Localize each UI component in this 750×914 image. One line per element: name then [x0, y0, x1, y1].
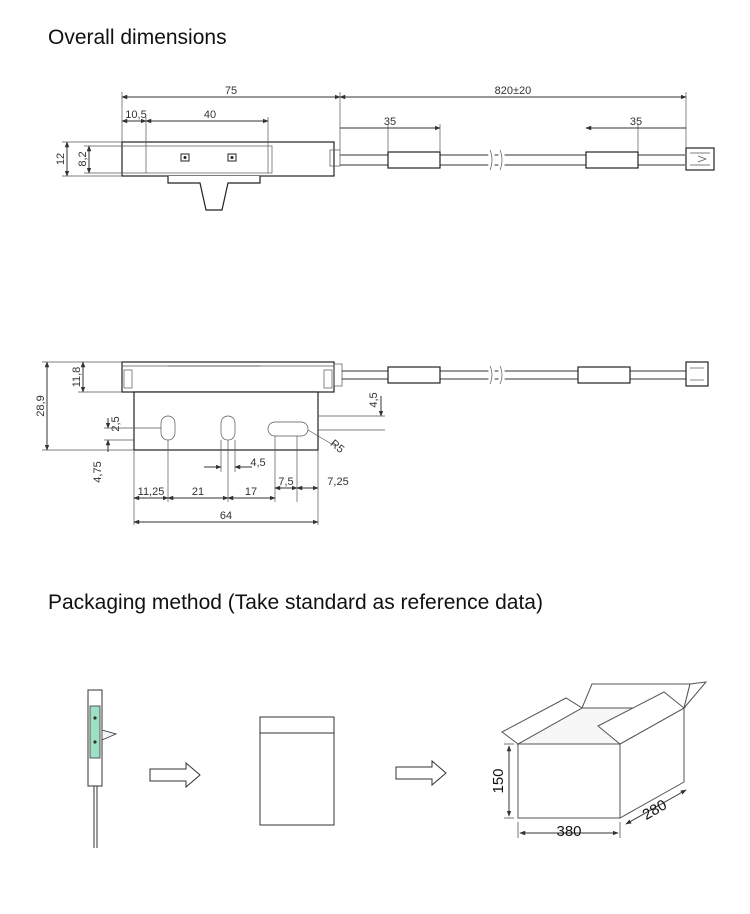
- side-view-drawing: 28,9 11,8 4,5 2,5 4,75 4,5 R5 7,5 7,25 1…: [35, 361, 709, 525]
- cable-sleeve: [387, 151, 441, 169]
- led-icon: [227, 153, 237, 162]
- dim-4-5-horizontal: 4,5: [250, 457, 265, 469]
- arrow-right-icon: [395, 759, 447, 787]
- box-height-label: 150: [490, 768, 507, 793]
- dim-4-5-vertical: 4,5: [368, 392, 380, 407]
- mounting-bracket: [133, 391, 319, 451]
- dim-35: 35: [384, 116, 396, 128]
- dim-7-25: 7,25: [327, 476, 348, 488]
- dim-11-8: 11,8: [71, 367, 83, 388]
- cable-sleeve: [577, 366, 631, 384]
- connector-icon: [685, 361, 709, 387]
- led-icon: [180, 153, 190, 162]
- dim-7-5: 7,5: [278, 476, 293, 488]
- dim-10-5: 10,5: [125, 109, 146, 121]
- dim-28-9: 28,9: [35, 395, 47, 416]
- dim-21: 21: [192, 486, 204, 498]
- dim-12: 12: [55, 153, 67, 165]
- mounting-tab: [167, 176, 261, 211]
- shipping-box-icon: 150 380 280: [490, 681, 708, 840]
- packaging-method-heading: Packaging method (Take standard as refer…: [48, 591, 543, 614]
- arrow-right-icon: [149, 761, 201, 789]
- dim-820: 820±20: [495, 85, 532, 97]
- dim-4-75: 4,75: [92, 461, 104, 482]
- connector-icon: [685, 147, 715, 171]
- package-bag-icon: [259, 716, 335, 826]
- cable-sleeve: [585, 151, 639, 169]
- sensor-body-side: [121, 361, 335, 393]
- dim-8-2: 8,2: [77, 151, 89, 166]
- top-view-drawing: 75 820±20 10,5 40 35 35 12 8,2: [55, 85, 715, 211]
- dim-64: 64: [220, 510, 232, 522]
- dim-2-5: 2,5: [110, 416, 122, 431]
- box-width-label: 380: [556, 823, 581, 840]
- dim-40: 40: [204, 109, 216, 121]
- overall-dimensions-heading: Overall dimensions: [48, 26, 227, 49]
- dim-35: 35: [630, 116, 642, 128]
- dim-17: 17: [245, 486, 257, 498]
- dim-11-25: 11,25: [138, 486, 165, 498]
- cable-sleeve: [387, 366, 441, 384]
- packaging-diagram: 150 380 280: [87, 681, 708, 848]
- dim-75: 75: [225, 85, 237, 97]
- sensor-window: [145, 145, 273, 174]
- dim-r5: R5: [328, 438, 346, 456]
- sensor-product-icon: [87, 689, 118, 848]
